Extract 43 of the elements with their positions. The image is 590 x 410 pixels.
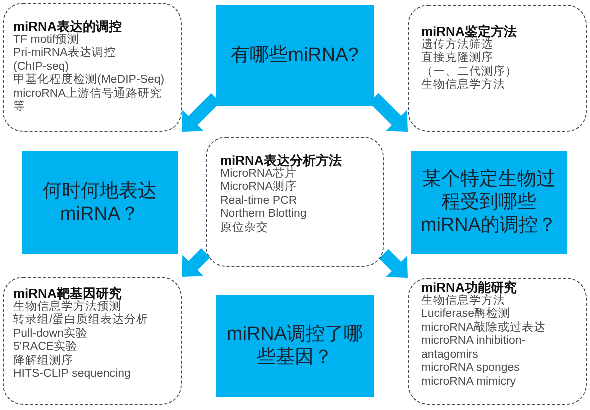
list-item: 5'RACE实验 [14, 341, 78, 354]
list-item: 遗传方法筛选 [422, 38, 494, 51]
list-item: Luciferase酶检测 [422, 308, 511, 321]
info-box [206, 137, 384, 267]
question-box [216, 5, 374, 106]
info-box [408, 278, 587, 405]
question-text: 何时何地表达miRNA？ [42, 180, 158, 226]
list-item: 转录组/蛋白质组表达分析 [14, 314, 149, 327]
list-item: microRNA sponges [422, 362, 520, 376]
list-item: MicroRNA测序 [220, 181, 297, 194]
list-item: 生物信息学方法 [422, 79, 506, 92]
list-item: Pull-down实验 [14, 328, 88, 340]
list-item: microRNA敲除或过表达 [422, 322, 546, 335]
list-item: microRNA上游信号通路研究等 [14, 88, 163, 114]
list-item: 生物信息学方法预测 [14, 300, 122, 314]
list-item: 降解组测序 [14, 354, 74, 368]
list-item: (ChIP-seq) [14, 60, 70, 74]
box-heading: miRNA鉴定方法 [422, 24, 517, 38]
list-item: MicroRNA芯片 [220, 168, 297, 180]
question-text: 某个特定生物过程受到哪些miRNA的调控？ [420, 168, 558, 237]
list-item: 原位杂交 [220, 222, 268, 235]
list-item: 直接克隆测序 [422, 52, 494, 66]
box-heading: miRNA功能研究 [422, 280, 517, 294]
list-item: HITS-CLIP sequencing [14, 368, 131, 382]
list-item: Real-time PCR [220, 194, 298, 208]
info-box [408, 5, 587, 132]
question-box [216, 295, 374, 397]
list-item: Pri-miRNA表达调控 [14, 47, 116, 60]
question-box [22, 151, 178, 254]
list-item: microRNA mimicry [422, 376, 516, 389]
list-item: Northern Blotting [220, 208, 307, 221]
list-item: （一、二代测序） [422, 66, 518, 78]
list-item: 甲基化程度检测(MeDIP-Seq) [14, 74, 165, 87]
question-text: miRNA调控了哪些基因？ [226, 323, 364, 369]
box-heading: miRNA表达的调控 [14, 18, 122, 34]
info-box [3, 277, 182, 405]
question-text: 有哪些miRNA? [231, 44, 359, 67]
box-heading: miRNA表达分析方法 [220, 152, 342, 168]
list-item: 生物信息学方法 [422, 294, 506, 308]
box-heading: miRNA靶基因研究 [14, 286, 122, 300]
info-box [3, 3, 182, 132]
question-box [411, 151, 567, 254]
list-item: TF motif预测 [14, 34, 80, 46]
